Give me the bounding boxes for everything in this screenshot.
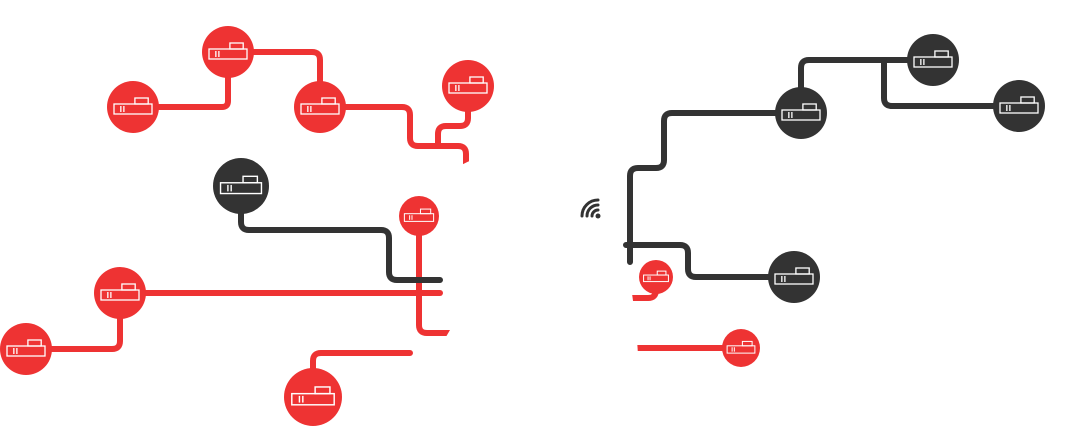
device-icon — [774, 267, 814, 285]
node-r7 — [0, 323, 52, 375]
node-d5 — [768, 251, 820, 303]
node-circle — [294, 81, 346, 133]
node-r10 — [722, 329, 760, 367]
wifi-signal-icon — [580, 198, 601, 219]
center-gap-mask — [400, 147, 640, 430]
device-icon — [643, 270, 669, 283]
connection-line — [623, 242, 797, 280]
node-r8 — [284, 368, 342, 426]
node-circle — [0, 323, 52, 375]
connection-line — [238, 183, 443, 283]
connection-line — [310, 350, 413, 400]
node-circle — [768, 251, 820, 303]
connection-line — [23, 290, 123, 352]
node-circle — [442, 60, 494, 112]
device-icon — [113, 97, 153, 115]
node-circle — [284, 368, 342, 426]
node-circle — [907, 34, 959, 86]
node-circle — [775, 87, 827, 139]
connection-line — [130, 49, 231, 110]
device-icon — [6, 339, 46, 357]
node-r5 — [399, 196, 439, 236]
device-icon — [448, 76, 488, 94]
node-d1 — [213, 158, 269, 214]
node-d3 — [907, 34, 959, 86]
connection-line — [627, 110, 804, 265]
node-circle — [722, 329, 760, 367]
node-circle — [94, 267, 146, 319]
device-icon — [999, 96, 1039, 114]
connection-line — [881, 57, 1022, 109]
connection-line — [435, 83, 471, 149]
node-circle — [202, 26, 254, 78]
device-icon — [781, 103, 821, 121]
node-circle — [107, 81, 159, 133]
center-gap — [400, 147, 640, 430]
node-r3 — [294, 81, 346, 133]
node-circle — [639, 260, 673, 294]
node-r1 — [107, 81, 159, 133]
device-icon — [300, 97, 340, 115]
wifi-dot — [595, 213, 601, 219]
device-icon — [219, 175, 263, 195]
wifi-arc — [590, 208, 600, 218]
connection-line — [798, 57, 936, 116]
device-icon — [913, 50, 953, 68]
device-icon — [726, 340, 756, 354]
node-r2 — [202, 26, 254, 78]
node-d2 — [775, 87, 827, 139]
wifi-arc — [580, 198, 600, 218]
connection-line — [225, 49, 323, 110]
device-icon — [291, 386, 335, 406]
connections — [23, 49, 1022, 400]
device-icon — [403, 208, 435, 222]
device-icon — [208, 42, 248, 60]
wifi-arc — [585, 203, 600, 218]
node-circle — [213, 158, 269, 214]
device-icon — [100, 283, 140, 301]
nodes — [0, 26, 1045, 426]
node-circle — [399, 196, 439, 236]
node-circle — [993, 80, 1045, 132]
node-r4 — [442, 60, 494, 112]
dark-network-group — [213, 34, 1045, 303]
connection-line — [416, 213, 458, 336]
node-d4 — [993, 80, 1045, 132]
node-r9 — [639, 260, 673, 294]
connection-line — [317, 104, 469, 228]
node-r6 — [94, 267, 146, 319]
red-network-group — [0, 26, 760, 426]
